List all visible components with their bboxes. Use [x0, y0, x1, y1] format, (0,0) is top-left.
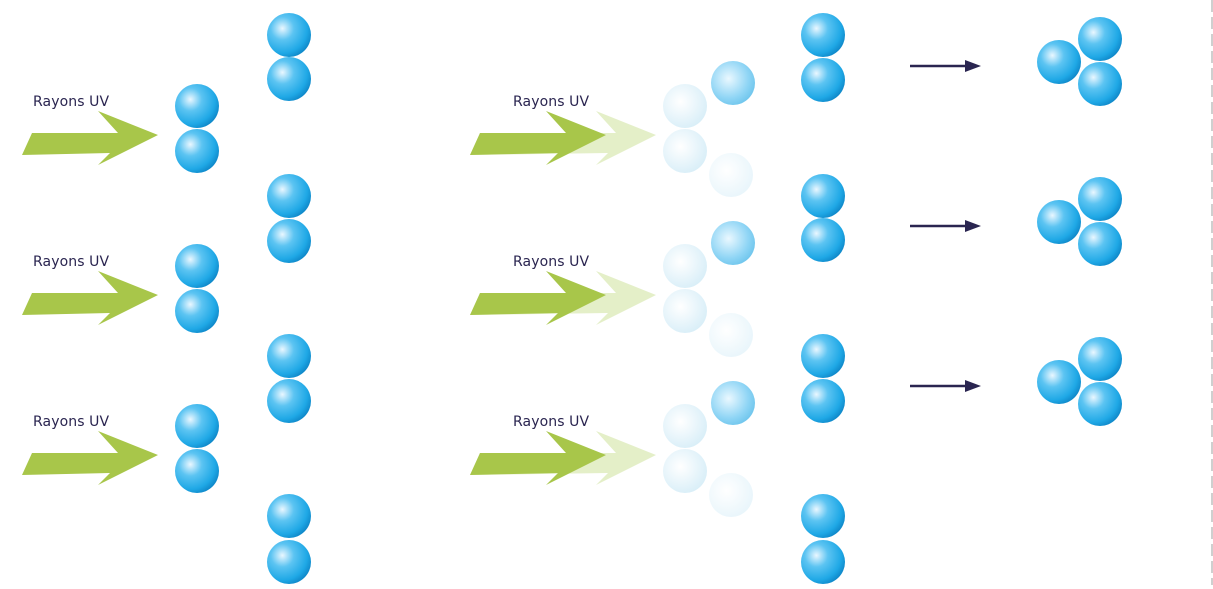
- ozone-molecule-icon: [1037, 40, 1081, 84]
- oxygen-molecule-icon: [801, 174, 845, 218]
- oxygen-molecule-icon: [801, 494, 845, 538]
- page-edge-divider: [1211, 0, 1213, 585]
- oxygen-molecule-icon: [801, 218, 845, 262]
- ozone-molecule-icon: [1037, 360, 1081, 404]
- uv-label: Rayons UV: [513, 414, 590, 430]
- right-arrowhead-icon: [965, 220, 981, 232]
- oxygen-molecule-icon: [267, 334, 311, 378]
- oxygen-molecule-icon: [175, 129, 219, 173]
- oxygen-molecule-icon: [801, 334, 845, 378]
- free-oxygen-atom: [711, 221, 755, 265]
- split-molecule-atom: [663, 244, 707, 288]
- oxygen-molecule-icon: [267, 494, 311, 538]
- oxygen-molecule-icon: [175, 289, 219, 333]
- oxygen-molecule-icon: [267, 13, 311, 57]
- oxygen-molecule-icon: [801, 13, 845, 57]
- free-oxygen-atom: [711, 61, 755, 105]
- oxygen-molecule-icon: [267, 379, 311, 423]
- free-oxygen-atom-faded: [709, 313, 753, 357]
- oxygen-molecule-icon: [175, 84, 219, 128]
- oxygen-molecule-icon: [267, 219, 311, 263]
- uv-label: Rayons UV: [33, 94, 110, 110]
- oxygen-molecule-icon: [267, 174, 311, 218]
- ozone-molecule-icon: [1078, 62, 1122, 106]
- split-molecule-atom: [663, 404, 707, 448]
- oxygen-molecule-icon: [175, 449, 219, 493]
- free-oxygen-atom-faded: [709, 473, 753, 517]
- right-arrowhead-icon: [965, 380, 981, 392]
- ozone-molecule-icon: [1078, 337, 1122, 381]
- oxygen-molecule-icon: [175, 244, 219, 288]
- split-molecule-atom: [663, 449, 707, 493]
- uv-arrow-icon: [470, 111, 606, 165]
- uv-label: Rayons UV: [33, 254, 110, 270]
- ozone-molecule-icon: [1078, 222, 1122, 266]
- oxygen-molecule-icon: [801, 58, 845, 102]
- split-molecule-atom: [663, 289, 707, 333]
- uv-label: Rayons UV: [513, 254, 590, 270]
- oxygen-molecule-icon: [267, 57, 311, 101]
- uv-arrow-icon: [470, 431, 606, 485]
- oxygen-molecule-icon: [267, 540, 311, 584]
- oxygen-molecule-icon: [801, 379, 845, 423]
- uv-arrow-icon: [22, 431, 158, 485]
- split-molecule-atom: [663, 84, 707, 128]
- free-oxygen-atom-faded: [709, 153, 753, 197]
- uv-label: Rayons UV: [33, 414, 110, 430]
- ozone-molecule-icon: [1037, 200, 1081, 244]
- oxygen-molecule-icon: [801, 540, 845, 584]
- ozone-molecule-icon: [1078, 17, 1122, 61]
- free-oxygen-atom: [711, 381, 755, 425]
- uv-arrow-icon: [22, 111, 158, 165]
- uv-arrow-icon: [470, 271, 606, 325]
- uv-arrow-icon: [22, 271, 158, 325]
- ozone-molecule-icon: [1078, 382, 1122, 426]
- split-molecule-atom: [663, 129, 707, 173]
- ozone-molecule-icon: [1078, 177, 1122, 221]
- uv-label: Rayons UV: [513, 94, 590, 110]
- right-arrowhead-icon: [965, 60, 981, 72]
- oxygen-molecule-icon: [175, 404, 219, 448]
